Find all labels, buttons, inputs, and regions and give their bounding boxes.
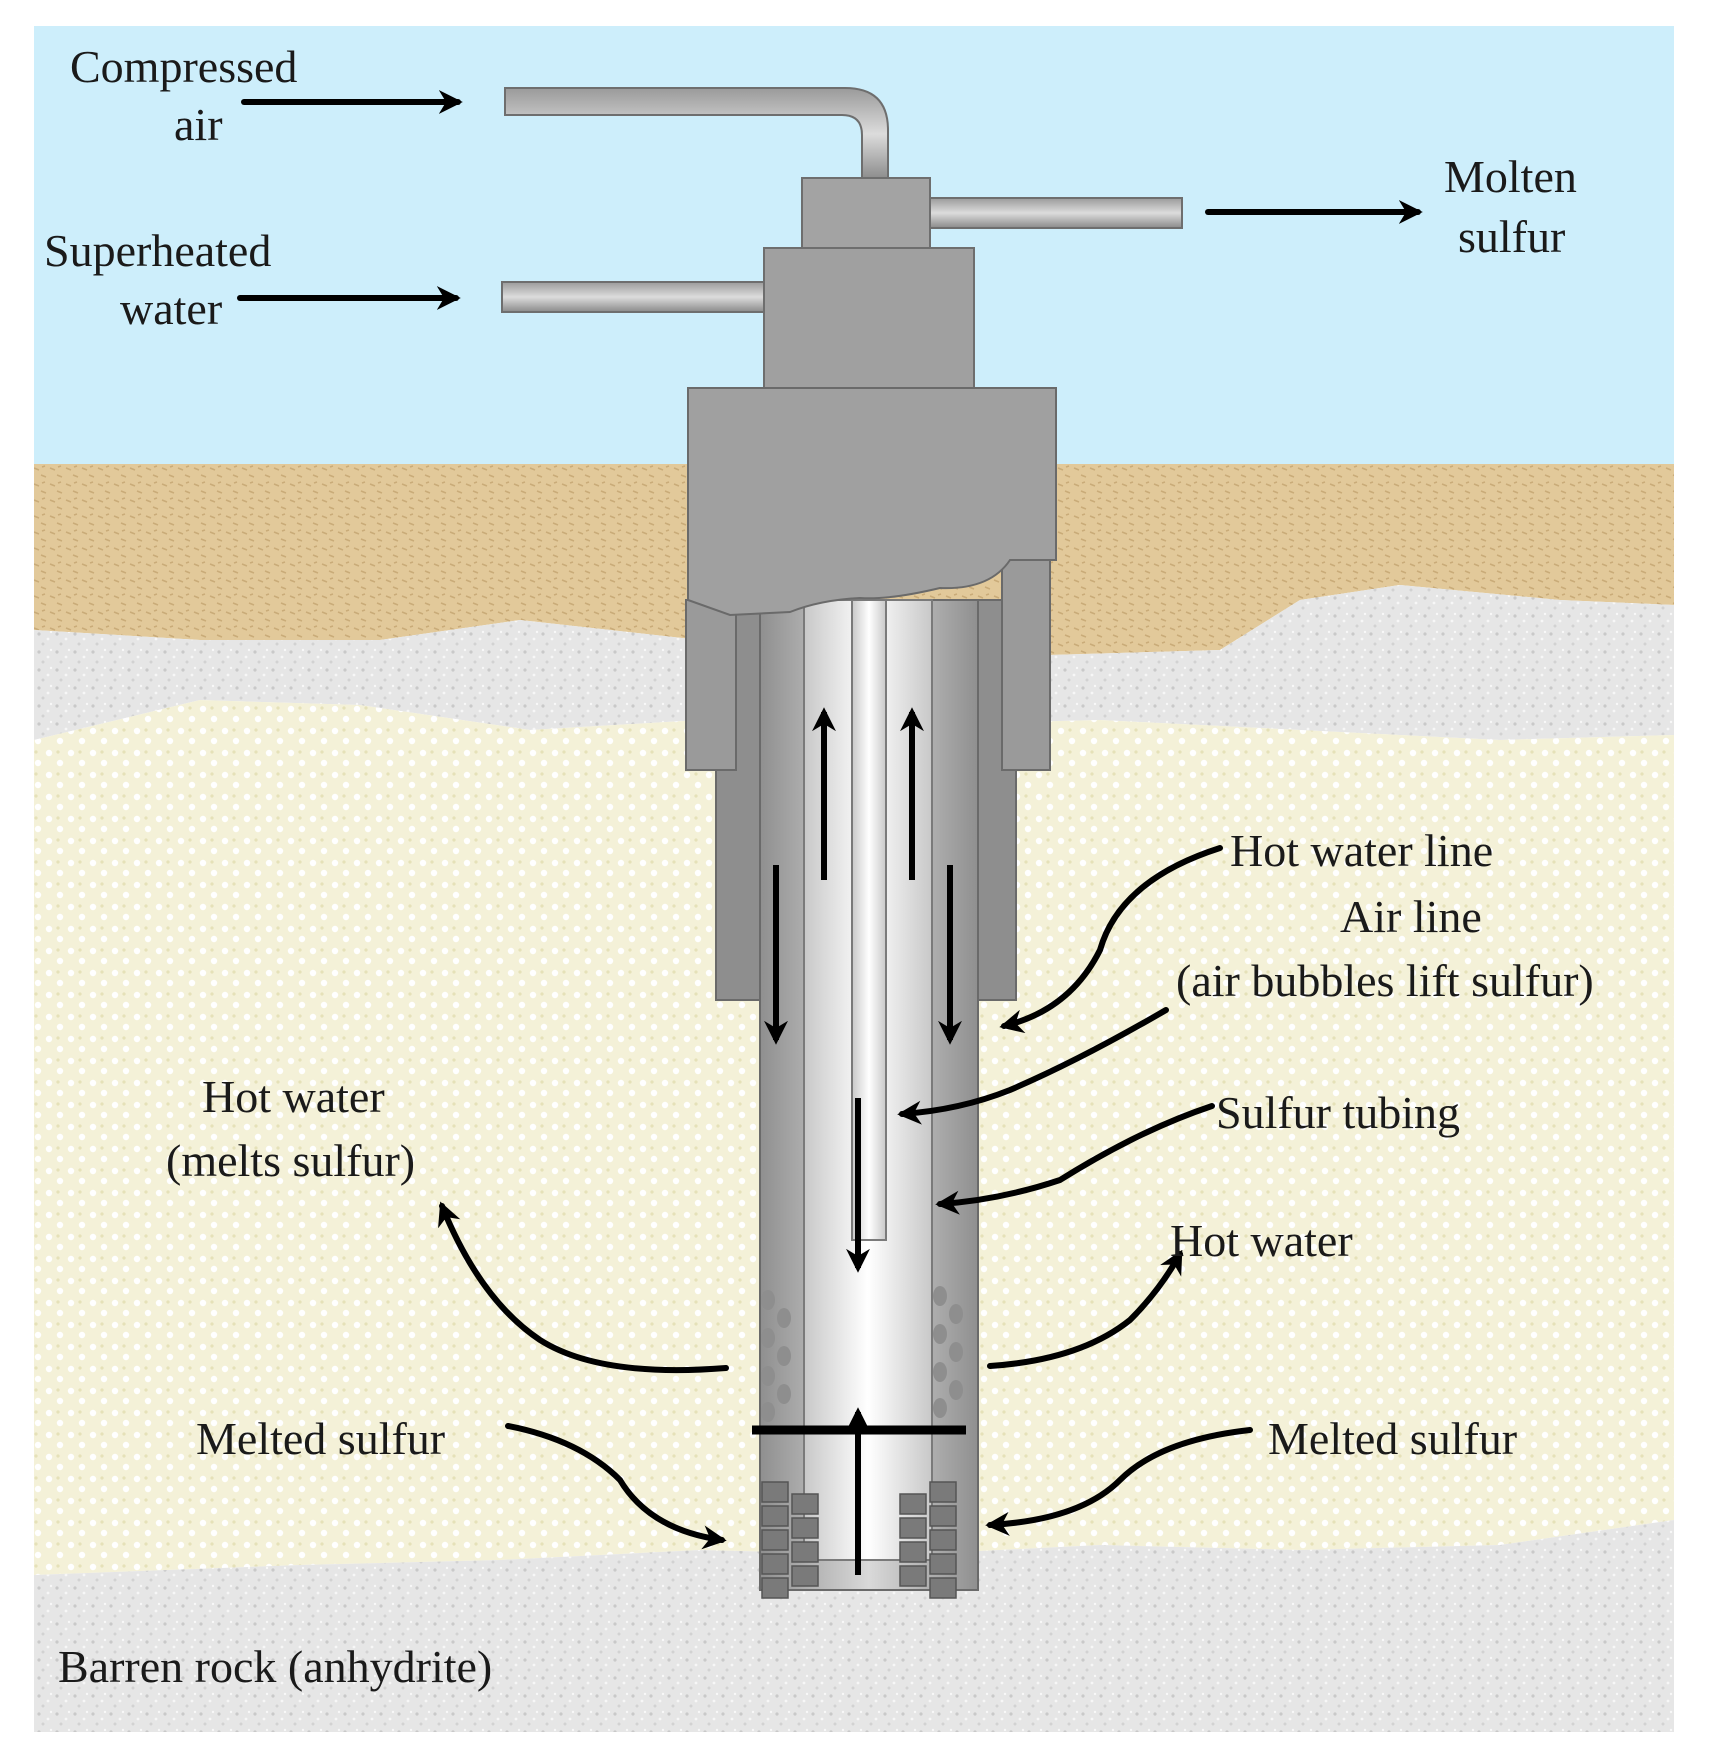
label-superheated-2: water	[120, 283, 222, 334]
flow-arrows	[764, 707, 962, 1575]
label-compressed-air-1: Compressed	[70, 41, 297, 92]
label-air-line-2: (air bubbles lift sulfur)	[1176, 955, 1594, 1006]
barren-rock-layer	[34, 1520, 1674, 1732]
label-hot-water-left-2: (melts sulfur)	[166, 1135, 415, 1186]
label-melted-sulfur-left: Melted sulfur	[196, 1413, 445, 1464]
water-inlet-pipe	[501, 281, 765, 313]
wellhead-collar	[687, 387, 1057, 617]
label-hot-water-left-1: Hot water	[202, 1071, 385, 1122]
label-compressed-air-2: air	[174, 99, 223, 150]
label-arrows	[237, 90, 1423, 1550]
wellhead-top	[801, 177, 931, 251]
label-superheated-1: Superheated	[44, 225, 271, 276]
label-molten-2: sulfur	[1458, 211, 1565, 262]
perforations-right	[933, 1286, 963, 1418]
wellhead-middle	[763, 247, 975, 391]
label-hot-water-line: Hot water line	[1230, 825, 1493, 876]
intake-screens	[761, 1481, 957, 1599]
label-air-line-1: Air line	[1340, 891, 1482, 942]
label-hot-water-right: Hot water	[1170, 1215, 1353, 1266]
sulfur-outlet-pipe	[919, 197, 1183, 229]
label-barren-rock: Barren rock (anhydrite)	[58, 1641, 492, 1692]
label-molten-1: Molten	[1444, 151, 1577, 202]
label-melted-sulfur-right: Melted sulfur	[1268, 1413, 1517, 1464]
perforations-left	[761, 1290, 791, 1422]
label-sulfur-tubing: Sulfur tubing	[1216, 1087, 1460, 1138]
